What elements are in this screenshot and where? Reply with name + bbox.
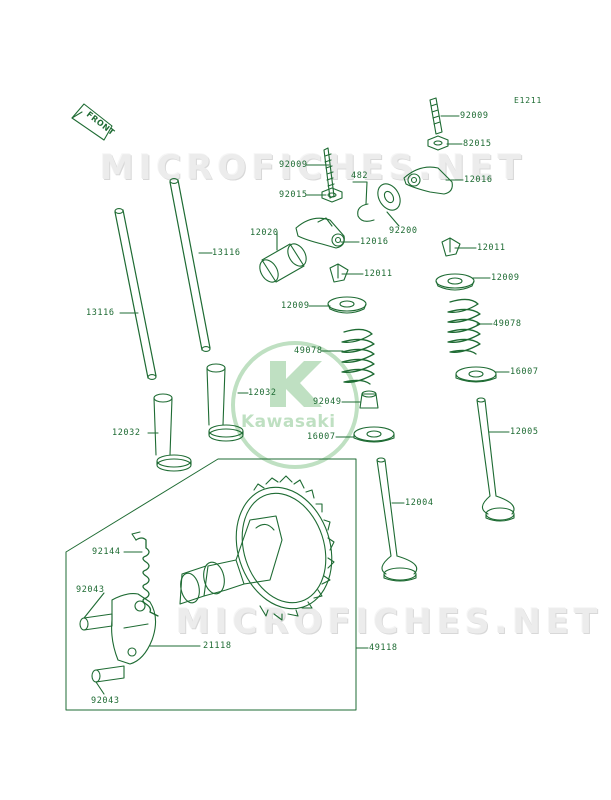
front-arrow-icon	[71, 103, 113, 141]
part-label-21118: 21118	[203, 641, 232, 651]
kawasaki-logo-text: Kawasaki	[241, 412, 336, 432]
part-label-12009-right: 12009	[491, 273, 520, 283]
part-label-92043-bottom: 92043	[91, 696, 120, 706]
part-label-92144: 92144	[92, 547, 121, 557]
part-label-49078-left: 49078	[294, 346, 323, 356]
part-label-92009-right: 92009	[460, 111, 489, 121]
part-label-16007-left: 16007	[307, 432, 336, 442]
part-label-12032-right: 12032	[248, 388, 277, 398]
part-label-92009-center: 92009	[279, 160, 308, 170]
part-label-12011-right: 12011	[477, 243, 506, 253]
part-label-16007-right: 16007	[510, 367, 539, 377]
part-label-49118: 49118	[369, 643, 398, 653]
part-label-12004: 12004	[405, 498, 434, 508]
part-label-12016-center: 12016	[360, 237, 389, 247]
part-label-92200: 92200	[389, 226, 418, 236]
part-label-12020: 12020	[250, 228, 279, 238]
diagram-code: E1211	[514, 96, 543, 105]
part-label-92049: 92049	[313, 397, 342, 407]
part-label-482: 482	[351, 171, 369, 181]
part-label-92043-top: 92043	[76, 585, 105, 595]
part-label-12016-right: 12016	[464, 175, 493, 185]
part-label-13116-left: 13116	[86, 308, 115, 318]
part-label-13116-right: 13116	[212, 248, 241, 258]
part-label-49078-right: 49078	[493, 319, 522, 329]
part-label-12009-left: 12009	[281, 301, 310, 311]
part-label-12005: 12005	[510, 427, 539, 437]
kawasaki-logo	[231, 341, 359, 469]
part-label-92015: 92015	[279, 190, 308, 200]
part-label-12011-left: 12011	[364, 269, 393, 279]
part-label-82015: 82015	[463, 139, 492, 149]
part-label-12032-left: 12032	[112, 428, 141, 438]
watermark-bottom: MICROFICHES.NET	[176, 602, 603, 642]
